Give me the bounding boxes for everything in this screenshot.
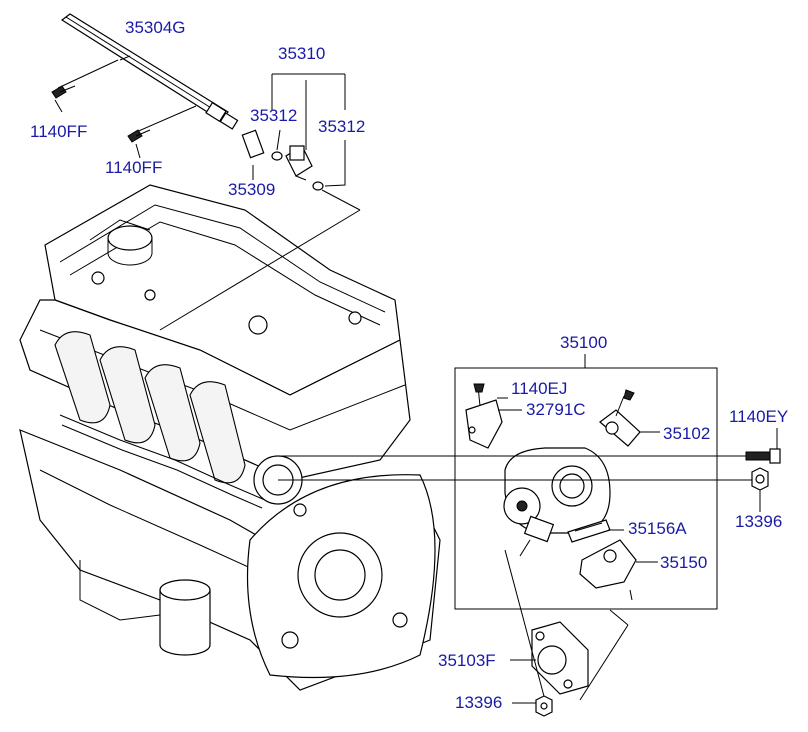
label-35304g[interactable]: 35304G: [125, 18, 186, 37]
label-13396-right[interactable]: 13396: [735, 512, 783, 531]
label-35310[interactable]: 35310: [278, 44, 326, 63]
label-1140ff-b[interactable]: 1140FF: [105, 158, 163, 177]
label-35100[interactable]: 35100: [560, 333, 608, 352]
label-35102[interactable]: 35102: [663, 424, 711, 443]
label-1140ey[interactable]: 1140EY: [729, 407, 789, 426]
label-32791c[interactable]: 32791C: [526, 400, 586, 419]
label-13396-bottom[interactable]: 13396: [455, 693, 503, 712]
label-35309[interactable]: 35309: [228, 180, 276, 199]
label-1140ej[interactable]: 1140EJ: [511, 379, 568, 398]
label-35150[interactable]: 35150: [660, 553, 708, 572]
label-35156a[interactable]: 35156A: [628, 519, 687, 538]
label-35103f[interactable]: 35103F: [438, 651, 496, 670]
label-35312-upper[interactable]: 35312: [250, 106, 298, 125]
engine-block: [19, 184, 441, 691]
label-35312-lower[interactable]: 35312: [318, 117, 366, 136]
throttle-assembly-group: [278, 354, 781, 717]
fuel-rail-group: [51, 13, 361, 331]
label-1140ff-a[interactable]: 1140FF: [30, 122, 88, 141]
